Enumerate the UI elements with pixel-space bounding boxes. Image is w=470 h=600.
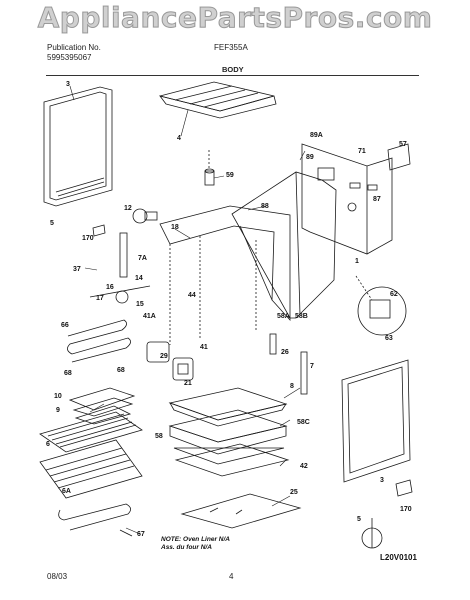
callout-58c: 58C [297, 419, 310, 426]
callout-7: 7 [310, 363, 314, 370]
part-67-broil-element [58, 503, 133, 537]
callout-1: 1 [355, 258, 359, 265]
part-back-panel [301, 143, 393, 255]
callout-62: 62 [390, 291, 398, 298]
publication-label: Publication No. [47, 43, 101, 52]
callout-15: 15 [136, 301, 144, 308]
callout-170-top: 170 [82, 235, 94, 242]
callout-41a: 41A [143, 313, 156, 320]
part-6-oven-rack [39, 411, 143, 453]
footer-date: 08/03 [47, 572, 68, 581]
callout-8: 8 [290, 383, 294, 390]
callout-3-right: 3 [380, 477, 384, 484]
callout-66: 66 [61, 322, 69, 329]
callout-63: 63 [385, 335, 393, 342]
callout-44: 44 [188, 292, 196, 299]
callout-9: 9 [56, 407, 60, 414]
callout-4: 4 [177, 135, 181, 142]
part-25-drawer-bottom [180, 493, 302, 529]
callout-87: 87 [373, 196, 381, 203]
callout-42: 42 [300, 463, 308, 470]
callout-leaders [69, 85, 306, 535]
callout-58a: 58A [277, 313, 290, 320]
callout-37: 37 [73, 266, 81, 273]
part-29-21 [146, 341, 194, 381]
diagram-id: L20V0101 [380, 553, 417, 562]
part-broiler-pan [68, 387, 136, 425]
callout-6: 6 [46, 441, 50, 448]
callout-170-right: 170 [400, 506, 412, 513]
callout-6a: 6A [62, 488, 71, 495]
callout-67: 67 [137, 531, 145, 538]
callout-16: 16 [106, 284, 114, 291]
callout-88: 88 [261, 203, 269, 210]
callout-57: 57 [399, 141, 407, 148]
header-rule [46, 75, 419, 76]
callout-68-left: 68 [64, 370, 72, 377]
callout-26: 26 [281, 349, 289, 356]
callout-68-right: 68 [117, 367, 125, 374]
part-17-fan [89, 285, 151, 304]
part-62-switch [355, 275, 407, 336]
part-hinges [119, 232, 308, 395]
callout-89a: 89A [310, 132, 323, 139]
note-line-2: Ass. du four N/A [161, 544, 212, 551]
callout-12: 12 [124, 205, 132, 212]
part-57-label [387, 143, 411, 171]
callout-21: 21 [184, 380, 192, 387]
callout-18: 18 [171, 224, 179, 231]
part-170-bracket [92, 224, 413, 497]
part-59-cylinder [204, 150, 215, 186]
callout-41: 41 [200, 344, 208, 351]
part-top-panel [159, 81, 277, 119]
callout-7a: 7A [138, 255, 147, 262]
section-title: BODY [222, 65, 244, 74]
part-6a-oven-rack [39, 439, 143, 499]
callout-29: 29 [160, 353, 168, 360]
callout-89: 89 [306, 154, 314, 161]
footer-page-number: 4 [229, 572, 234, 581]
callout-25: 25 [290, 489, 298, 496]
callout-58b: 58B [295, 313, 308, 320]
part-side-panel-left [43, 86, 113, 207]
callout-labels: 3 4 5 170 12 18 7A 37 14 16 17 15 41A 44… [46, 81, 412, 538]
part-12-motor [132, 208, 158, 224]
callout-5-top: 5 [50, 220, 54, 227]
callout-5-right: 5 [357, 516, 361, 523]
part-drawer-stack [168, 387, 290, 477]
callout-58: 58 [155, 433, 163, 440]
part-cabinet-frame [159, 171, 337, 345]
model-number: FEF355A [214, 43, 248, 52]
callout-17: 17 [96, 295, 104, 302]
callout-14: 14 [135, 275, 143, 282]
part-66-bake-element [67, 319, 131, 363]
callout-59: 59 [226, 172, 234, 179]
callout-71: 71 [358, 148, 366, 155]
publication-number: 5995395067 [47, 53, 92, 62]
note-line-1: NOTE: Oven Liner N/A [161, 536, 230, 543]
callout-10: 10 [54, 393, 62, 400]
oven-liner-note: NOTE: Oven Liner N/A Ass. du four N/A [161, 536, 230, 552]
part-side-panel-right [341, 359, 411, 483]
callout-3-top: 3 [66, 81, 70, 88]
part-5-leveling-leg [361, 518, 383, 549]
